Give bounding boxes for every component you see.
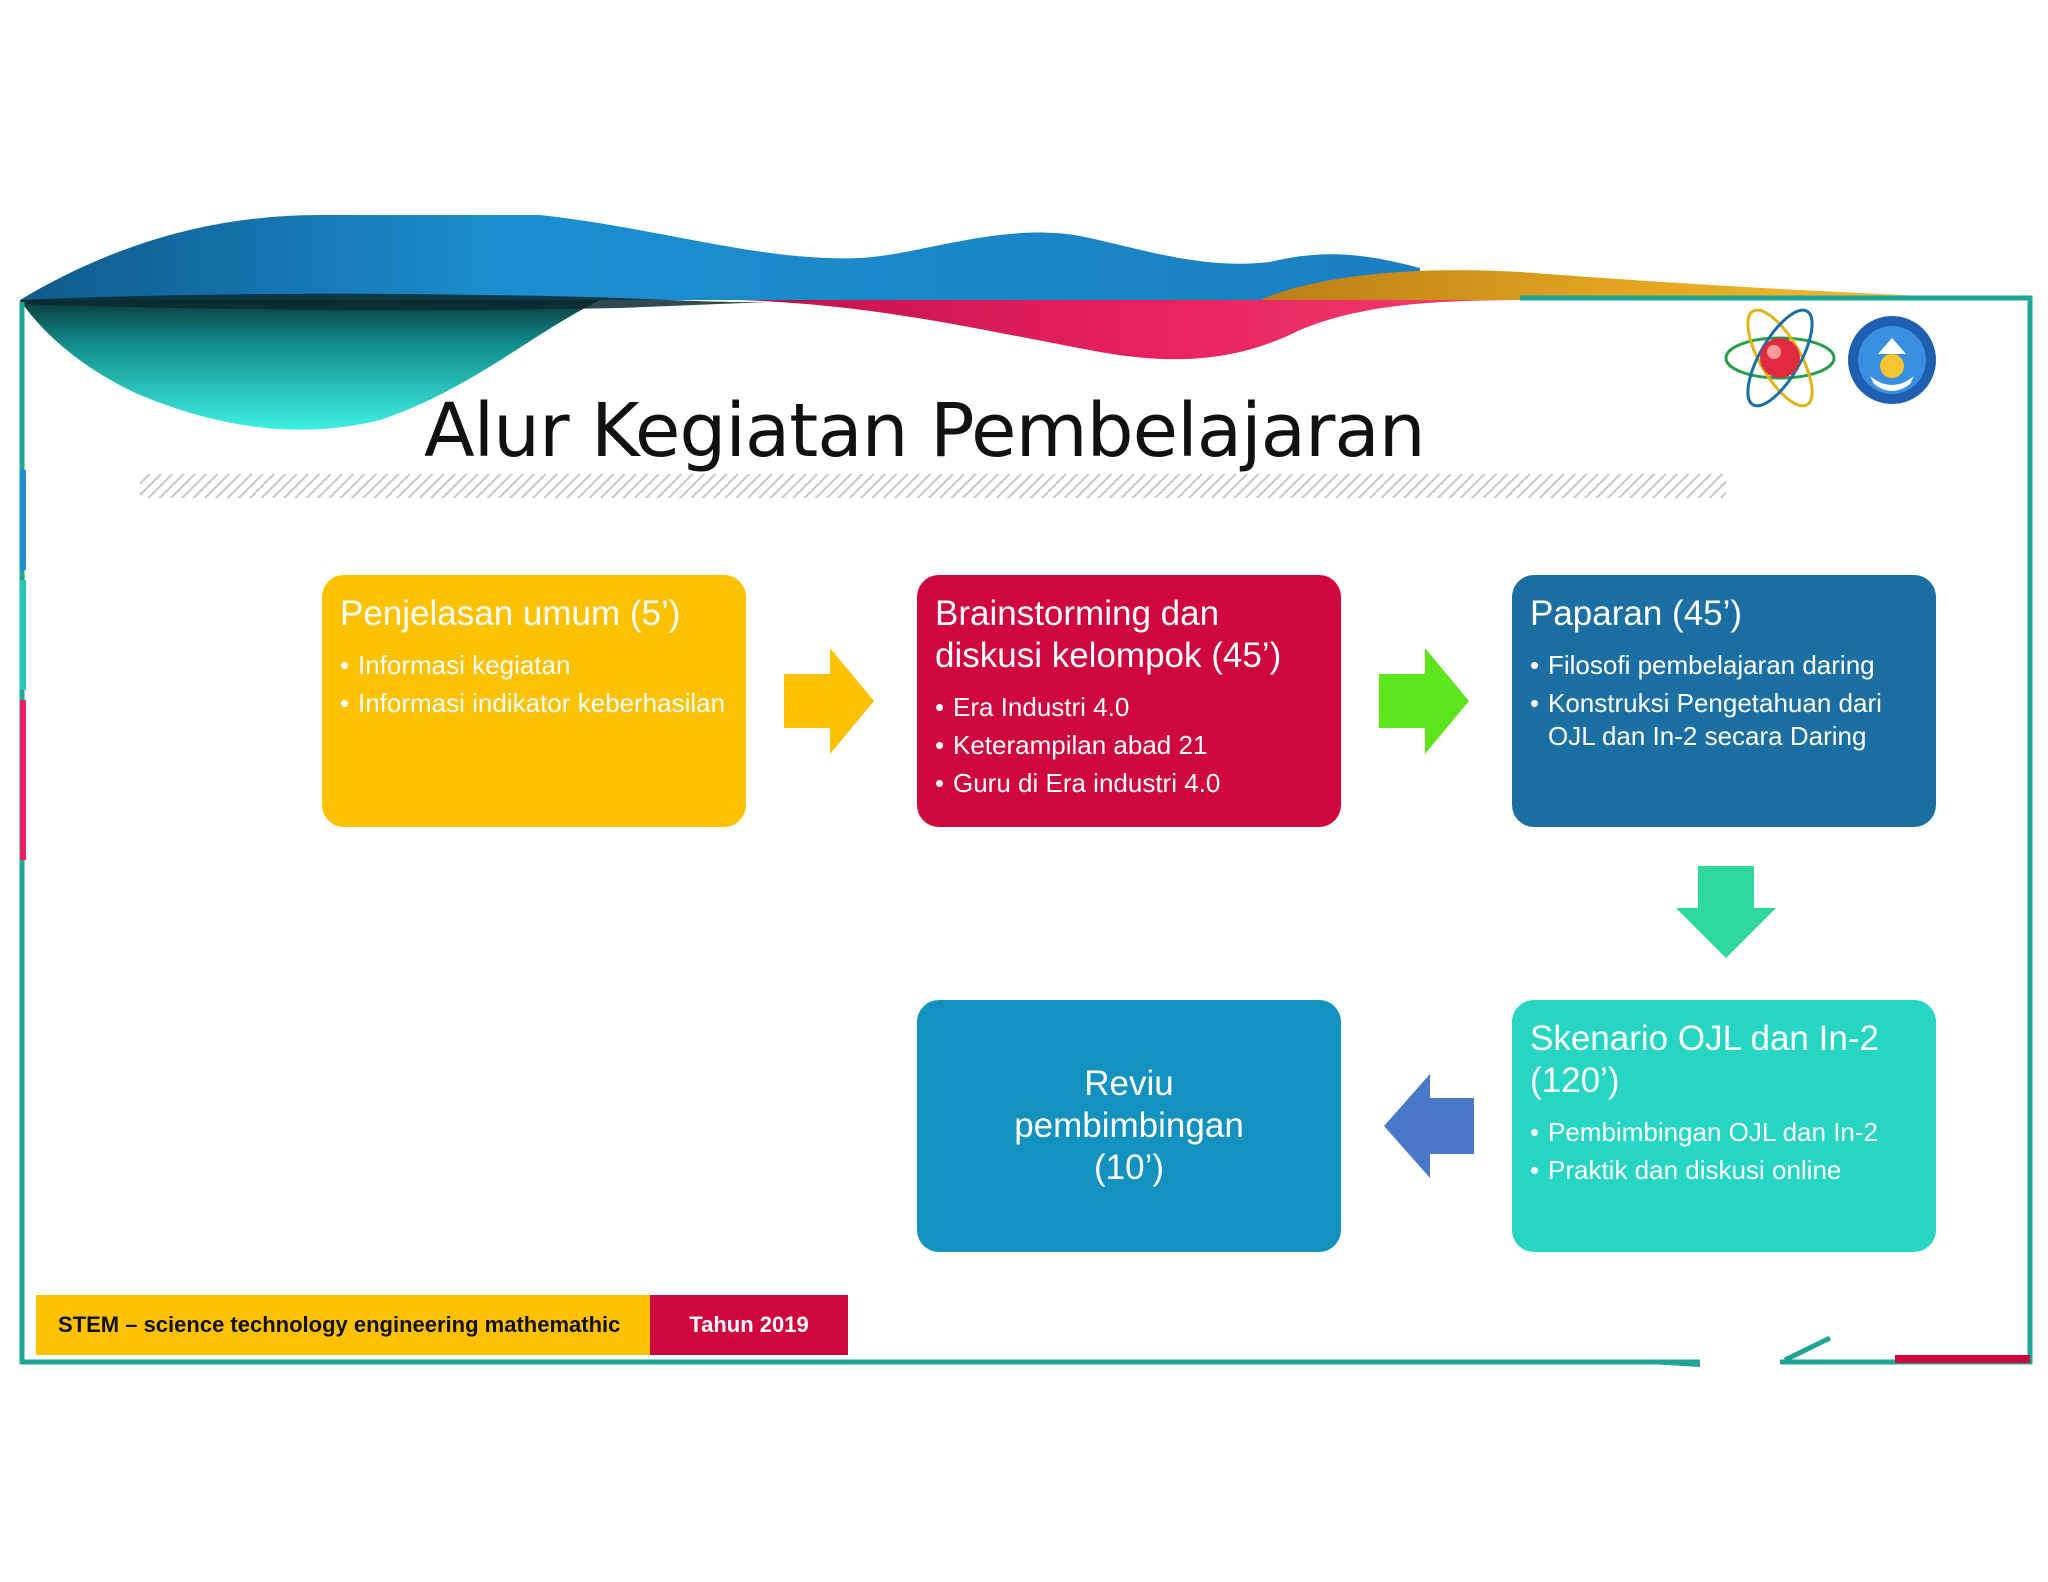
box-heading: Brainstorming dan diskusi kelompok (45’)	[935, 594, 1282, 675]
box-heading: Reviu pembimbingan (10’)	[1014, 1064, 1244, 1187]
frame-accent	[1783, 1335, 1832, 1363]
box-heading: Penjelasan umum (5’)	[340, 594, 681, 633]
arrow-down	[1676, 866, 1776, 958]
box-bullet-list: •Pembimbingan OJL dan In-2 •Praktik dan …	[1530, 1116, 1918, 1187]
bullet-item: •Pembimbingan OJL dan In-2	[1530, 1117, 1879, 1147]
right-corner-accent	[1895, 1355, 2030, 1363]
flow-box-brainstorming: Brainstorming dan diskusi kelompok (45’)…	[917, 575, 1341, 827]
bullet-item: •Konstruksi Pengetahuan dari OJL dan In-…	[1530, 688, 1882, 751]
box-bullet-list: •Filosofi pembelajaran daring •Konstruks…	[1530, 649, 1918, 753]
flow-box-skenario: Skenario OJL dan In-2 (120’) •Pembimbing…	[1512, 1000, 1936, 1252]
box-heading: Skenario OJL dan In-2 (120’)	[1530, 1019, 1879, 1100]
gold-wave	[1260, 270, 2000, 300]
pink-wave	[740, 300, 1530, 360]
flow-box-penjelasan-umum: Penjelasan umum (5’) •Informasi kegiatan…	[322, 575, 746, 827]
flow-box-paparan: Paparan (45’) •Filosofi pembelajaran dar…	[1512, 575, 1936, 827]
bullet-item: •Praktik dan diskusi online	[1530, 1155, 1842, 1185]
flow-box-reviu: Reviu pembimbingan (10’)	[917, 1000, 1341, 1252]
blue-wave	[20, 215, 1420, 300]
arrow-right-1	[784, 648, 874, 754]
arrow-left	[1384, 1074, 1474, 1178]
box-bullet-list: •Era Industri 4.0 •Keterampilan abad 21 …	[935, 691, 1323, 800]
slide-title: Alur Kegiatan Pembelajaran	[424, 388, 1426, 474]
tut-wuri-handayani-logo	[1848, 316, 1936, 404]
atom-logo	[1724, 308, 1836, 408]
bullet-item: •Era Industri 4.0	[935, 692, 1130, 722]
footer-stem-label: STEM – science technology engineering ma…	[36, 1295, 650, 1355]
bullet-item: •Keterampilan abad 21	[935, 730, 1208, 760]
footer-year-label: Tahun 2019	[650, 1295, 848, 1355]
left-edge-accent-blue	[20, 470, 26, 570]
box-bullet-list: •Informasi kegiatan •Informasi indikator…	[340, 649, 728, 720]
left-edge-accent-pink	[20, 700, 26, 860]
teal-wave	[20, 300, 600, 430]
arrow-right-2	[1379, 648, 1469, 754]
frame-accent-2	[1649, 1360, 1701, 1367]
bullet-item: •Guru di Era industri 4.0	[935, 768, 1221, 798]
bullet-item: •Filosofi pembelajaran daring	[1530, 650, 1875, 680]
bullet-item: •Informasi indikator keberhasilan	[340, 688, 726, 718]
bullet-item: •Informasi kegiatan	[340, 650, 571, 680]
box-heading: Paparan (45’)	[1530, 594, 1743, 633]
dark-band	[20, 293, 820, 311]
title-hatch-band	[140, 474, 1726, 498]
left-edge-accent-teal	[20, 580, 26, 690]
